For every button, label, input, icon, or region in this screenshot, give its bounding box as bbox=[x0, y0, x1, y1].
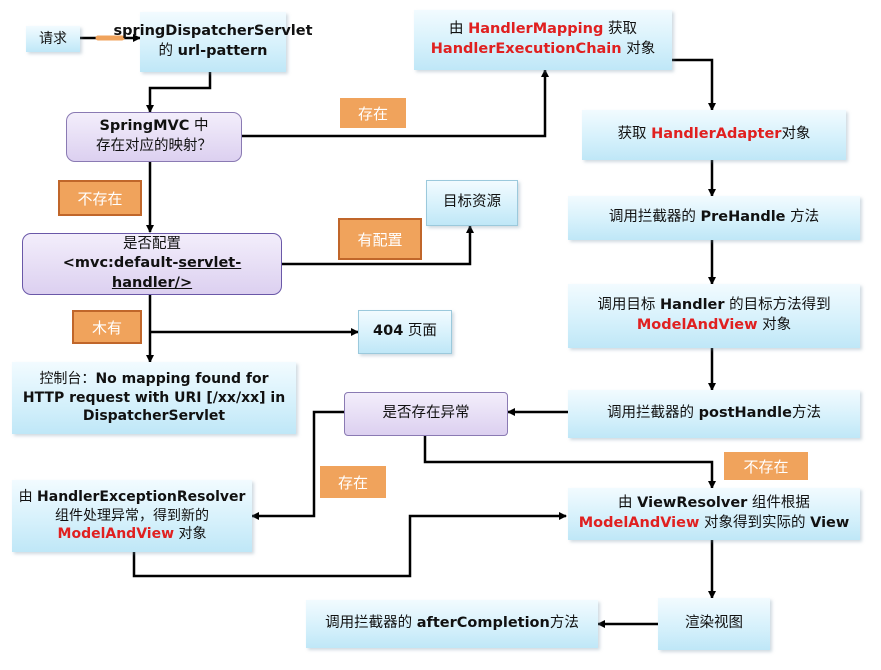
edge-defaultservlet-target bbox=[282, 225, 474, 266]
handler-mapping-node: 由 HandlerMapping 获取 HandlerExecutionChai… bbox=[414, 10, 672, 70]
edge-mapping-handlermapping bbox=[242, 69, 549, 138]
invoke-handler-node: 调用目标 Handler 的目标方法得到 ModelAndView 对象 bbox=[568, 284, 860, 348]
dispatcher-servlet-node: springDispatcherServlet 的 url-pattern bbox=[113, 12, 313, 72]
console-line2: HTTP request with URI [/xx/xx] in bbox=[22, 389, 286, 406]
view-resolver-line1: 由 ViewResolver 组件根据 bbox=[618, 495, 810, 512]
console-line1: 控制台：No mapping found for bbox=[39, 370, 269, 387]
exception-exists-label: 是否存在异常 bbox=[382, 405, 470, 422]
mapping-exists-line2: 存在对应的映射？ bbox=[96, 138, 212, 154]
handler-mapping-line2: HandlerExecutionChain 对象 bbox=[430, 41, 656, 57]
label-not-exists-mapping: 不存在 bbox=[58, 180, 142, 216]
request-label: 请求 bbox=[39, 30, 67, 47]
label-exception-not-exists: 不存在 bbox=[724, 452, 808, 480]
mapping-exists-line1: SpringMVC 中 bbox=[99, 118, 209, 135]
edge-exception-viewresolver bbox=[423, 436, 716, 489]
invoke-handler-line2: ModelAndView 对象 bbox=[636, 317, 792, 333]
target-resource-label: 目标资源 bbox=[443, 194, 501, 211]
exception-resolver-line1: 由 HandlerExceptionResolver bbox=[18, 488, 246, 505]
render-view-node: 渲染视图 bbox=[658, 598, 770, 650]
exception-resolver-line2: 组件处理异常，得到新的 bbox=[55, 507, 209, 524]
edge-exception-resolver bbox=[251, 410, 344, 520]
exception-resolver-line3: ModelAndView 对象 bbox=[57, 526, 207, 543]
default-servlet-line3: handler/> bbox=[111, 274, 193, 291]
handler-adapter-node: 获取 HandlerAdapter对象 bbox=[582, 110, 846, 160]
default-servlet-line2: <mvc:default-servlet- bbox=[62, 255, 242, 272]
view-resolver-line2: ModelAndView 对象得到实际的 View bbox=[578, 515, 850, 531]
label-configured: 有配置 bbox=[338, 218, 422, 260]
console-line3: DispatcherServlet bbox=[82, 408, 226, 425]
label-not-configured: 木有 bbox=[72, 310, 142, 344]
edge-dispatcher-mapping bbox=[146, 72, 212, 113]
default-servlet-node: 是否配置 <mvc:default-servlet- handler/> bbox=[22, 233, 282, 295]
pre-handle-node: 调用拦截器的 PreHandle 方法 bbox=[568, 196, 860, 240]
pre-handle-label: 调用拦截器的 PreHandle 方法 bbox=[608, 209, 820, 226]
post-handle-label: 调用拦截器的 postHandle方法 bbox=[607, 405, 821, 422]
target-resource-node: 目标资源 bbox=[426, 180, 518, 226]
edge-handlermapping-adapter bbox=[672, 58, 716, 111]
render-view-label: 渲染视图 bbox=[685, 615, 743, 632]
handler-mapping-line1: 由 HandlerMapping 获取 bbox=[449, 21, 637, 38]
label-exception-exists: 存在 bbox=[320, 466, 386, 498]
default-servlet-line1: 是否配置 bbox=[123, 235, 181, 252]
dispatcher-line1: springDispatcherServlet bbox=[113, 23, 313, 40]
dispatcher-line2: 的 url-pattern bbox=[158, 43, 268, 59]
mapping-exists-node: SpringMVC 中 存在对应的映射？ bbox=[66, 112, 242, 162]
exception-exists-node: 是否存在异常 bbox=[344, 392, 508, 436]
exception-resolver-node: 由 HandlerExceptionResolver 组件处理异常，得到新的 M… bbox=[12, 480, 252, 552]
view-resolver-node: 由 ViewResolver 组件根据 ModelAndView 对象得到实际的… bbox=[568, 488, 860, 540]
after-completion-label: 调用拦截器的 afterCompletion方法 bbox=[325, 615, 579, 632]
label-exists-mapping: 存在 bbox=[340, 98, 406, 128]
console-node: 控制台：No mapping found for HTTP request wi… bbox=[12, 362, 296, 434]
page-404-label: 404 页面 bbox=[373, 323, 437, 340]
page-404-node: 404 页面 bbox=[358, 310, 452, 354]
invoke-handler-line1: 调用目标 Handler 的目标方法得到 bbox=[597, 297, 831, 314]
edge-resolver-viewresolver bbox=[132, 512, 567, 578]
after-completion-node: 调用拦截器的 afterCompletion方法 bbox=[306, 600, 598, 648]
post-handle-node: 调用拦截器的 postHandle方法 bbox=[568, 390, 860, 438]
request-node: 请求 bbox=[26, 26, 80, 52]
handler-adapter-label: 获取 HandlerAdapter对象 bbox=[617, 126, 811, 143]
